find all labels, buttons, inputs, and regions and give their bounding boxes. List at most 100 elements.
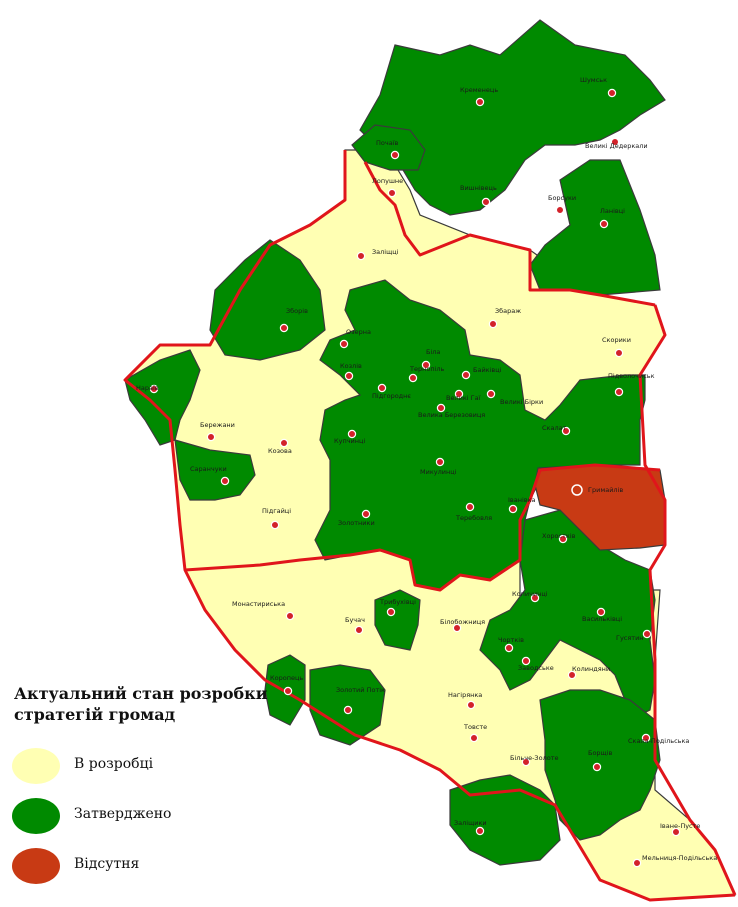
community-label-velyka-berezovytsia: Велика Березовиця [418,411,485,419]
community-center-borsuky [555,205,565,215]
community-label-lanivtsi: Ланівці [600,207,625,215]
community-label-pidhorodne: Підгороднє [372,392,411,400]
community-center-husiatyn [642,629,652,639]
community-zalishchyky [449,774,561,866]
community-center-lanivtsi [599,219,609,229]
community-center-kozova [279,438,289,448]
community-center-pochaiv [390,150,400,160]
community-label-mykulyntsi: Микулинці [420,468,457,476]
community-center-pidvolochysk [614,387,624,397]
community-zboriv [209,239,326,361]
community-label-bilobozhnytsia: Білобожниця [440,618,485,626]
community-label-zavodske: Заводське [518,664,554,672]
community-center-zolotyi-potik [343,705,353,715]
community-center-ternopil [408,373,418,383]
legend-label-in-development: В розробці [74,756,154,772]
community-label-kozova: Козова [268,447,292,455]
community-center-kupchyntsi [347,429,357,439]
community-center-zbarazh [488,319,498,329]
community-label-terebovlia: Теребовля [455,514,492,522]
community-center-bila [421,360,431,370]
community-center-skalat [561,426,571,436]
community-label-velykyi-birky: Великі Бірки [500,398,543,406]
community-lanivtsi [529,159,661,296]
community-center-shumsk [607,88,617,98]
community-center-kolyndiany [567,670,577,680]
community-center-pidhaitsi [270,520,280,530]
community-center-tovste [469,733,479,743]
community-center-velykyi-birky [486,389,496,399]
community-label-zolotnyky: Золотники [338,519,375,527]
community-kremenets-shumsk [359,19,666,216]
community-label-bila: Біла [426,348,440,356]
community-label-pidhaitsi: Підгайці [262,507,291,515]
community-center-khorostkiv [558,534,568,544]
community-label-skala-podilska: Скала-Подільська [628,737,689,745]
community-center-kremenets [475,97,485,107]
legend-title-line1: Актуальний стан розробки [14,684,268,703]
community-label-zolotyi-potik: Золотий Потік [336,686,385,694]
community-center-monastyryska [285,611,295,621]
district-border-middle [184,463,661,592]
community-label-velyki-hai: Великі Гаї [446,394,481,402]
community-label-ivanivka: Іванівка [508,496,536,504]
community-label-vasylkivtsi: Васильківці [582,615,622,623]
community-label-kupchyntsi: Купчинці [334,437,365,445]
community-pochaiv [351,124,426,171]
legend-swatch-green [12,798,60,834]
community-label-zalishchyky: Заліщики [454,819,487,827]
community-center-velyki-dederkaly [610,137,620,147]
community-center-koropets [283,686,293,696]
community-center-zolotnyky [361,509,371,519]
community-center-bilche-zolote [521,757,531,767]
community-label-kolyndiany: Колиндяни [572,665,610,673]
community-center-velyki-hai [454,389,464,399]
community-center-ivanivka [508,504,518,514]
community-label-nahirianka: Нагірянка [448,691,482,699]
community-center-skoryky [614,348,624,358]
community-label-borsuky: Борсуки [548,194,576,202]
community-label-narayiv: Нараїв [136,384,159,392]
community-label-hrymailiv: Гримайлів [588,486,623,494]
community-center-baikivtsi [461,370,471,380]
community-center-zboriv [279,323,289,333]
community-center-zavodske [521,656,531,666]
community-label-shumsk: Шумськ [580,76,607,84]
community-label-koropets: Коропець [270,674,303,682]
community-label-zaliztsi: Заліщці [372,248,399,256]
community-center-trybukhivtsi [386,607,396,617]
community-center-pidhorodne [377,383,387,393]
community-center-vyshnivets [481,197,491,207]
community-center-velyka-berezovytsia [436,403,446,413]
community-label-buchach: Бучач [345,616,365,624]
community-label-skoryky: Скорики [602,336,631,344]
community-center-vasylkivtsi [596,607,606,617]
community-center-ivane-puste [671,827,681,837]
community-center-borshchiv [592,762,602,772]
community-center-terebovlia [465,502,475,512]
community-label-ozerna: Озерна [346,328,371,336]
community-label-tovste: Товсте [463,723,487,731]
community-center-bilobozhnytsia [452,623,462,633]
community-label-kozliv: Козлів [340,362,362,370]
community-center-zalishchyky [475,826,485,836]
community-center-hrymailiv [571,484,583,496]
community-center-skala-podilska [641,733,651,743]
legend-label-absent: Відсутня [74,856,140,872]
community-label-lopushne: Лопушне [372,177,403,185]
community-center-zaliztsi [356,251,366,261]
community-label-ivane-puste: Іване-Пусте [660,822,700,830]
legend-swatch-red [12,848,60,884]
community-label-husiatyn: Гусятин [616,634,644,642]
community-saranchuky [174,439,256,501]
district-border-east [638,304,737,896]
community-label-berezhany: Бережани [200,421,235,429]
community-label-kopychyntsi: Копичинці [512,590,548,598]
legend-swatch-yellow [12,748,60,784]
community-zolotyi-potik [309,664,386,746]
legend-title-line2: стратегій громад [14,705,176,724]
community-label-monastyryska: Монастириська [232,600,285,608]
community-center-lopushne [387,188,397,198]
community-center-chortkiv [504,643,514,653]
community-center-ozerna [339,339,349,349]
